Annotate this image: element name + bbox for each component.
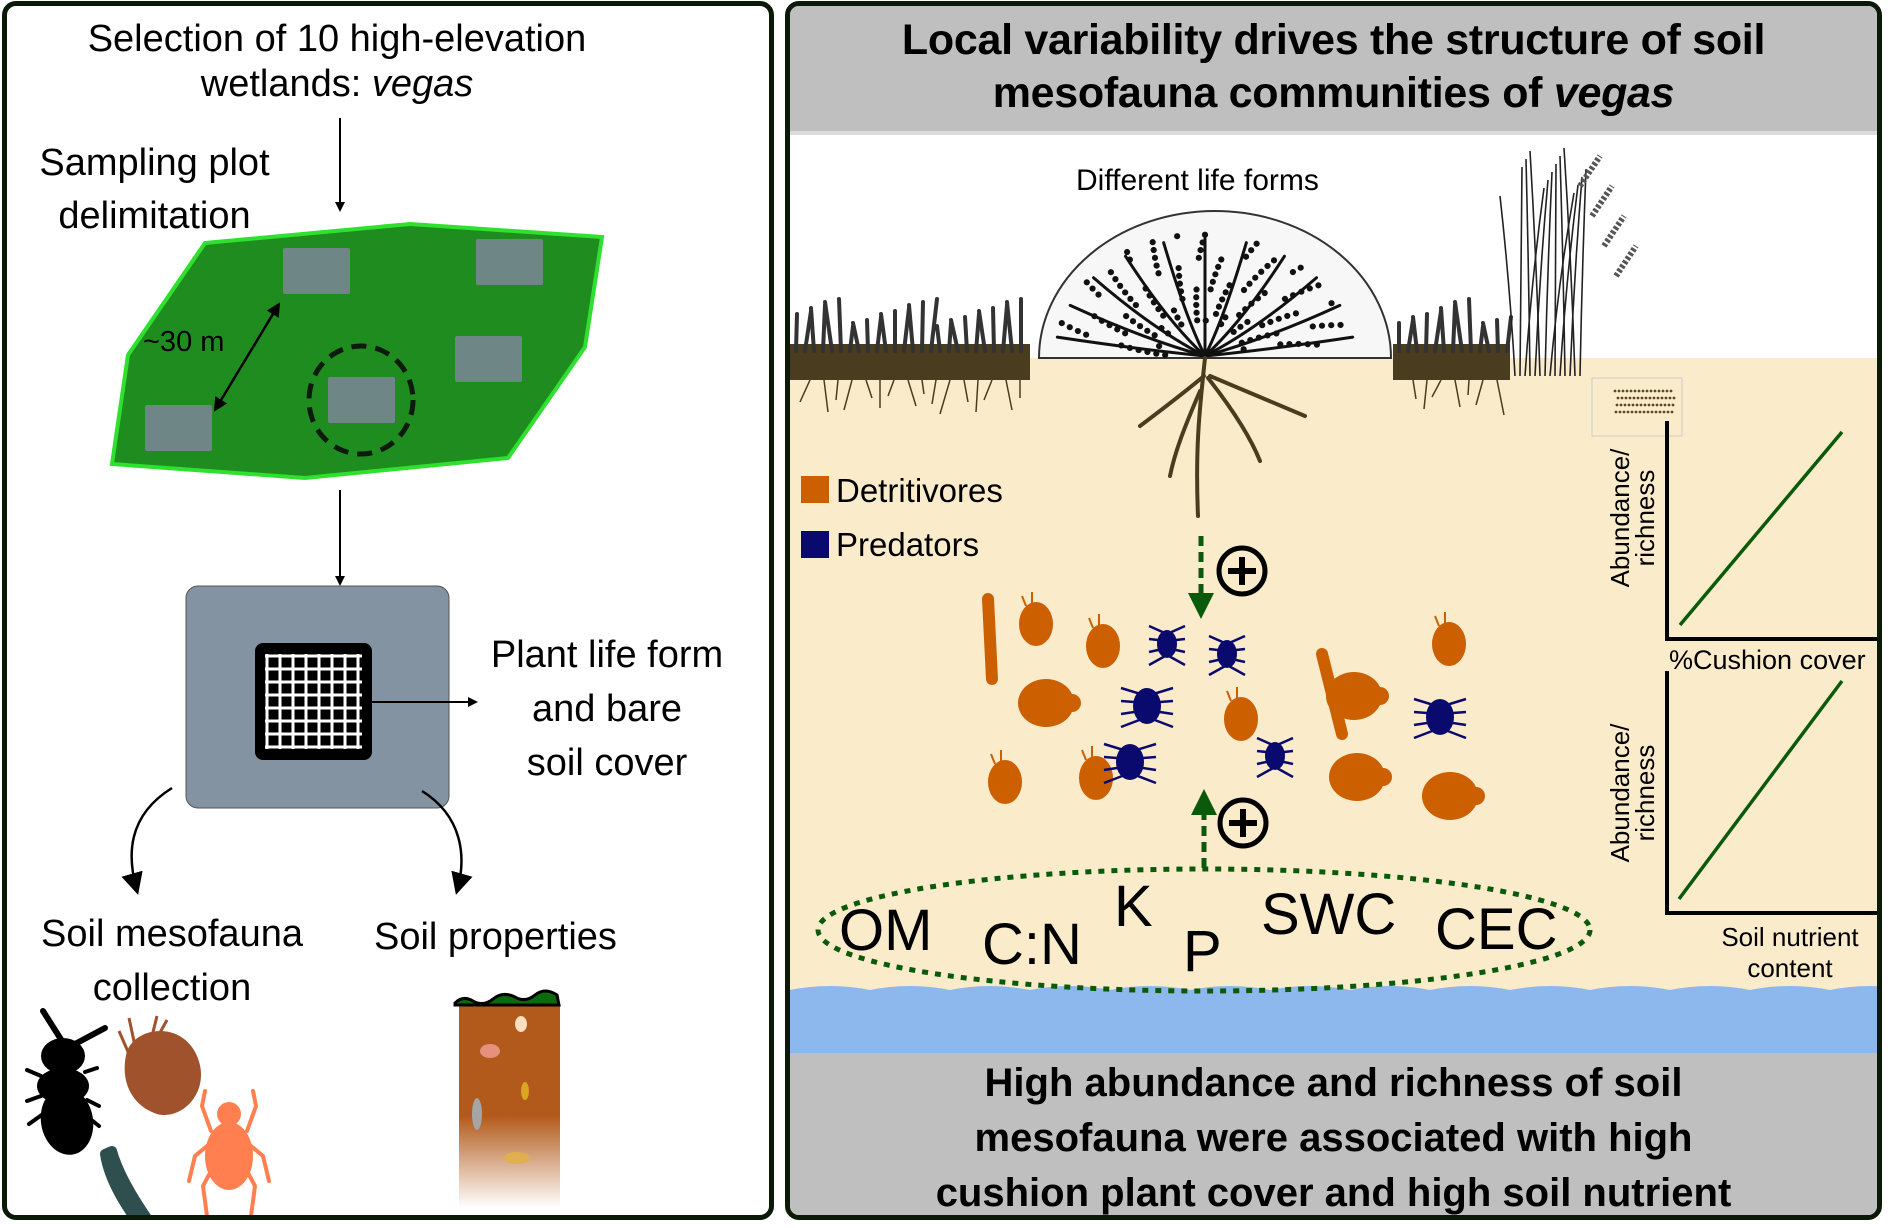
conclusion-bg [790, 1053, 1877, 1215]
flow-arrow-soil [421, 789, 473, 895]
detritivore-icon [1432, 612, 1466, 666]
subplot-3 [455, 336, 522, 382]
subplot-5 [145, 405, 212, 451]
legend-swatch-detritivores [801, 476, 829, 503]
detritivore-icon [1079, 746, 1113, 800]
spider-mite-icon [187, 1089, 271, 1215]
cushion-cover-graph [1665, 421, 1877, 641]
results-title: Local variability drives the structure o… [790, 14, 1877, 120]
nutrient-swc: SWC [1261, 882, 1397, 947]
results-graphics [790, 147, 1877, 1215]
legend-label-predators: Predators [836, 526, 980, 563]
step-2-label: Sampling plot delimitation [7, 144, 302, 235]
graph2-ylabel: Abundance/richness [1605, 723, 1660, 863]
distance-label: ~30 m [143, 326, 225, 358]
results-title-line-1: Local variability drives the structure o… [901, 16, 1766, 64]
results-header: Local variability drives the structure o… [790, 6, 1877, 131]
small-shrub-icon [1591, 377, 1683, 437]
graph1-xlabel: %Cushion cover [1669, 645, 1866, 675]
conclusion-line-2: mesofauna were associated with high [974, 1116, 1693, 1160]
detritivore-icon [982, 593, 998, 685]
selected-subplot-circle [306, 343, 416, 457]
predator-icon [1256, 736, 1294, 779]
step-3-line-1: Plant life form [490, 634, 724, 676]
detritivore-icon [1329, 753, 1392, 801]
nutrient-ellipse [815, 866, 1593, 994]
cushion-plant-icon [1037, 210, 1393, 518]
step-1-italic: vegas [371, 63, 474, 105]
subplot-2 [476, 239, 543, 285]
nutrient-trend-line [1677, 679, 1844, 901]
results-panel: Local variability drives the structure o… [785, 1, 1882, 1220]
legend-label-detritivores: Detritivores [836, 472, 1003, 509]
quadrat-grid-icon [265, 654, 362, 749]
detritivore-icon [1019, 592, 1053, 646]
subplot-1 [283, 248, 350, 294]
wetland-plot-polygon [109, 221, 605, 481]
detritivore-icon [1422, 772, 1485, 820]
distance-arrow [213, 302, 281, 412]
millipede-icon [100, 1146, 151, 1215]
mite-icon [117, 1015, 202, 1116]
grass-tuft-icon-left [790, 297, 1030, 415]
step-1-plain: wetlands: [200, 63, 372, 105]
tall-grass-icon [1499, 147, 1639, 377]
step-3-line-2: and bare [531, 688, 682, 730]
detritivore-icon [988, 750, 1022, 804]
conclusion-line-1: High abundance and richness of soil [984, 1061, 1683, 1105]
nutrient-content-graph [1665, 671, 1877, 915]
detritivore-icon [1326, 672, 1389, 720]
step-1-line-2: wetlands: vegas [7, 65, 667, 103]
quadrat-grid-frame [255, 643, 372, 760]
detritivore-icon [1086, 614, 1120, 668]
mesofauna-community [982, 592, 1485, 820]
methods-graphics [25, 118, 605, 1215]
beetle-icon [25, 1008, 108, 1155]
nutrient-om: OM [839, 898, 933, 963]
predator-icon [1413, 697, 1467, 740]
methods-panel: Selection of 10 high-elevation wetlands:… [2, 1, 774, 1220]
step-1-label: Selection of 10 high-elevation wetlands:… [7, 20, 667, 103]
step-2-line-2: delimitation [58, 195, 251, 237]
nutrient-cn: C:N [982, 912, 1082, 977]
nutrient-k: K [1114, 874, 1153, 939]
nutrient-cec: CEC [1435, 897, 1558, 962]
step-4a-label: Soil mesofauna collection [7, 915, 337, 1007]
cushion-trend-line [1678, 430, 1844, 627]
detritivore-icon [1224, 687, 1258, 741]
flow-arrow-mesofauna [121, 786, 173, 895]
legend-swatch-predators [801, 531, 829, 558]
life-forms-label: Different life forms [1076, 164, 1319, 197]
predator-icon [1208, 634, 1246, 677]
step-4a-line-1: Soil mesofauna [41, 913, 303, 955]
step-1-line-1: Selection of 10 high-elevation [87, 18, 587, 60]
predator-icon [1120, 686, 1174, 729]
step-2-line-1: Sampling plot [39, 142, 270, 184]
results-title-italic: vegas [1553, 69, 1675, 117]
results-title-plain: mesofauna communities of [992, 69, 1554, 117]
graph1-ylabel: Abundance/richness [1605, 448, 1660, 588]
conclusion-line-3: cushion plant cover and high soil nutrie… [935, 1171, 1732, 1215]
plus-icon-lower [1217, 797, 1269, 849]
step-3-label: Plant life form and bare soil cover [467, 636, 747, 782]
detritivore-icon [1018, 679, 1081, 727]
grass-tuft-icon-mid [1393, 297, 1513, 416]
conclusion-text: High abundance and richness of soil meso… [790, 1056, 1877, 1215]
plus-icon-upper [1216, 545, 1268, 597]
step-4a-line-2: collection [92, 967, 252, 1009]
nutrient-p: P [1183, 919, 1222, 984]
step-4b-label: Soil properties [374, 916, 617, 958]
subplot-4 [328, 377, 395, 423]
water-table [790, 986, 1877, 1053]
predator-icon [1148, 624, 1186, 667]
soil-core-icon [453, 989, 561, 1208]
step-3-line-3: soil cover [526, 742, 688, 784]
predator-icon [1103, 742, 1157, 785]
